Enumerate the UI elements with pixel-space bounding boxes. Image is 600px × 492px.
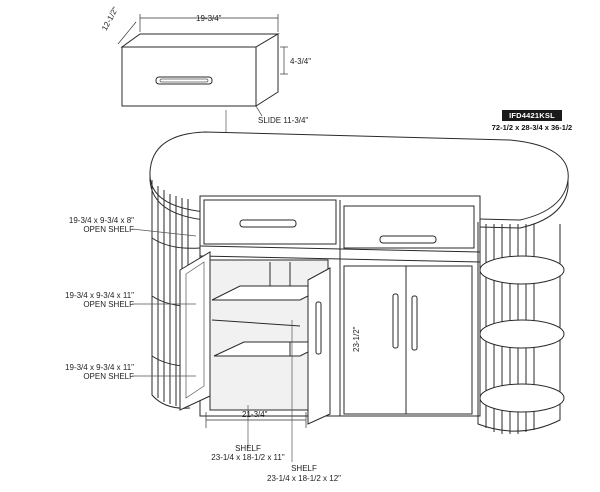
overall-size-label: 72-1/2 x 28-3/4 x 36-1/2: [491, 123, 573, 132]
shelf-2-size: 19-3/4 x 9-3/4 x 11": [65, 291, 134, 300]
open-cabinet-doors: [179, 251, 331, 425]
model-code-badge: IFD4421KSL: [502, 110, 562, 121]
shelf-1-size: 19-3/4 x 9-3/4 x 8": [68, 216, 134, 225]
right-round-rack: [477, 222, 565, 434]
shelf-3-label: OPEN SHELF: [83, 372, 134, 381]
shelf-a-label: SHELF: [235, 444, 261, 453]
shelf-a-size: 23-1/4 x 18-1/2 x 11": [211, 453, 285, 462]
shelf-b-size: 23-1/4 x 18-1/2 x 12": [267, 474, 341, 483]
shelf-1-label: OPEN SHELF: [83, 225, 134, 234]
cabinet-height-label: 23-1/2": [352, 326, 361, 352]
closed-cabinet-doors: [343, 265, 473, 415]
shelf-b-label: SHELF: [291, 464, 317, 473]
drawer-width-label: 19-3/4": [196, 14, 222, 23]
shelf-2-label: OPEN SHELF: [83, 300, 134, 309]
cabinet-width-label: 21-3/4": [242, 410, 268, 419]
shelf-3-size: 19-3/4 x 9-3/4 x 11": [65, 363, 134, 372]
shelf-leader-lines: [131, 228, 197, 377]
cabinet-dimension-lines: [205, 268, 341, 462]
drawer-dimension-lines: [117, 14, 288, 117]
drawer-height-label: 4-3/4": [290, 57, 312, 66]
drawer-drawing: [120, 33, 280, 107]
drawer-slide-label: SLIDE 11-3/4": [258, 116, 309, 125]
